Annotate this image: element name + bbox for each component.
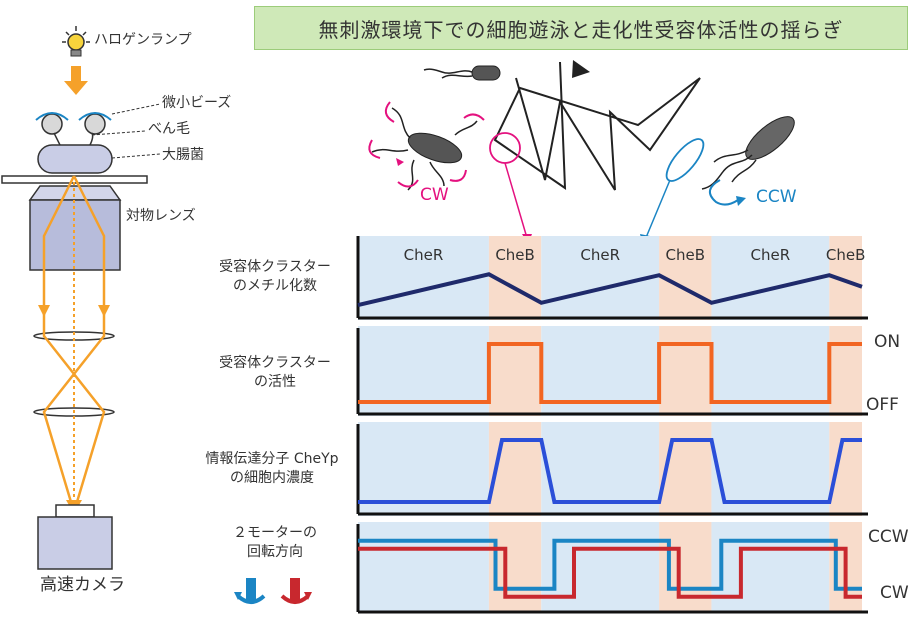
cw-label: CW [420, 185, 449, 205]
light-arrow-icon [64, 66, 88, 95]
phase-label-0: CheR [404, 246, 444, 264]
lamp-label: ハロゲンランプ [94, 32, 192, 48]
panel-gap-3 [352, 516, 876, 522]
camera-icon [37, 504, 113, 570]
flagellum-label: べん毛 [148, 121, 190, 137]
phase-label-3: CheB [666, 246, 706, 264]
swimming-cell-icon [423, 65, 501, 81]
motor-ccw-label: CCW [868, 527, 909, 547]
light-paths [38, 175, 110, 514]
phase-label-5: CheB [826, 246, 866, 264]
motor-cw-label: CW [880, 583, 909, 603]
halogen-lamp-icon [62, 26, 90, 57]
series-line-0 [357, 272, 863, 308]
motor-series-1 [358, 546, 862, 599]
motor-direction-icons [234, 578, 312, 604]
cheyp-label: 情報伝達分子 CheYp の細胞内濃度 [205, 451, 339, 486]
series-line-1 [358, 342, 862, 404]
activity-label: 受容体クラスター の活性 [219, 355, 331, 390]
ccw-cell-icon [701, 116, 795, 206]
phase-label-1: CheB [495, 246, 535, 264]
panel-gap-1 [352, 320, 876, 326]
phase-label-2: CheR [580, 246, 620, 264]
ccw-motor-icon [234, 578, 266, 604]
panel-gap-2 [352, 416, 876, 422]
ccw-label: CCW [756, 187, 797, 207]
phase-label-4: CheR [751, 246, 791, 264]
motors-label: ２モーターの 回転方向 [233, 525, 317, 560]
camera-label: 高速カメラ [40, 575, 125, 595]
objective-label: 対物レンズ [126, 208, 196, 224]
beads-label: 微小ビーズ [162, 95, 232, 111]
swim-trajectory [493, 61, 701, 191]
series-line-2 [358, 438, 862, 504]
micro-beads-icon [35, 103, 161, 135]
diagram-title: 無刺激環境下での細胞遊泳と走化性受容体活性の揺らぎ [318, 17, 844, 42]
ecoli-cell-icon [37, 132, 161, 174]
phase-band-0 [358, 236, 489, 612]
methylation-label: 受容体クラスター のメチル化数 [219, 259, 331, 294]
cw-cell-icon [368, 101, 485, 191]
on-label: ON [874, 332, 901, 352]
title-banner: 無刺激環境下での細胞遊泳と走化性受容体活性の揺らぎ [254, 6, 908, 50]
phase-band-4 [711, 236, 830, 612]
phase-band-2 [541, 236, 660, 612]
off-label: OFF [866, 395, 899, 415]
ecoli-label: 大腸菌 [162, 147, 204, 163]
cw-motor-icon [280, 578, 312, 604]
